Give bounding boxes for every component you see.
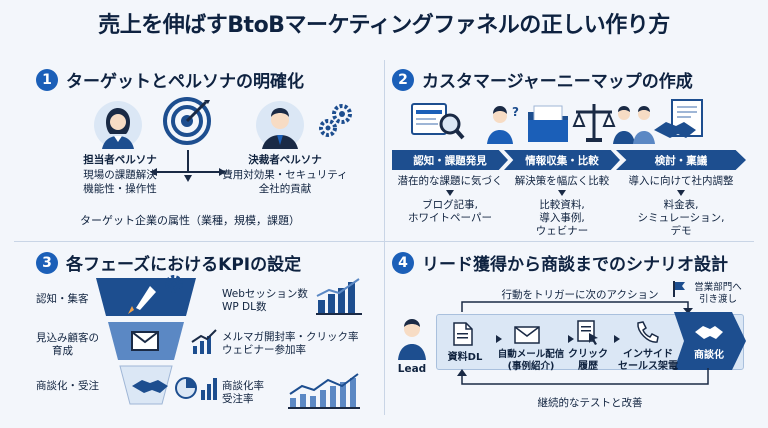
kpi-funnel (96, 278, 196, 405)
kpi-metric-3b: 受注率 (222, 393, 254, 405)
staff-persona-desc1: 現場の課題解決 (83, 169, 157, 181)
kpi-metric-3a: 商談化率 (222, 380, 264, 392)
gear-icon (165, 275, 183, 293)
document-handshake-icon (654, 99, 703, 138)
documents-scales-icon (528, 104, 616, 142)
down-arrow-icon (677, 190, 685, 196)
section-4-header: 4 リード獲得から商談までのシナリオ設計 (392, 250, 728, 275)
phase3-items2: シミュレーション, (637, 212, 725, 224)
step-inside-sales-a: インサイド (623, 349, 673, 360)
staff-persona-title: 担当者ペルソナ (83, 154, 157, 166)
vertical-divider (384, 60, 385, 415)
down-arrow-icon (446, 190, 454, 196)
phase1-items1: ブログ記事, (422, 199, 478, 211)
phase2-items2: 導入事例, (539, 212, 585, 224)
handoff-label-1: 営業部門へ (694, 282, 742, 293)
continuous-improvement-label: 継続的なテストと改善 (537, 397, 643, 409)
handoff-label-2: 引き渡し (698, 294, 737, 305)
step-click-history-a: クリック (568, 349, 608, 360)
phase1-items2: ホワイトペーパー (408, 212, 492, 224)
staff-persona-desc2: 機能性・操作性 (83, 183, 157, 195)
kpi-stage-deal: 商談化・受注 (36, 380, 99, 392)
decision-persona-desc1: 費用対効果・セキュリティ (222, 169, 348, 181)
section-2-title: カスタマージャーニーマップの作成 (422, 72, 693, 92)
journey-phase-3: 検討・稟議 (616, 150, 746, 170)
phase3-items3: デモ (670, 225, 692, 237)
step-auto-email-b: (事例紹介) (507, 361, 555, 372)
blog-search-icon (411, 103, 465, 140)
growth-chart-icon (191, 329, 217, 354)
trend-line-chart-icon (288, 373, 360, 409)
lead-person-icon (398, 319, 426, 360)
phase1-desc: 潜在的な課題に気づく (397, 175, 503, 187)
kpi-stage-awareness: 認知・集客 (36, 293, 89, 305)
deal-step-bg (674, 312, 746, 370)
section-3-number: 3 (36, 251, 58, 274)
document-download-icon (453, 322, 473, 346)
trigger-action-label: 行動をトリガーに次のアクション (501, 289, 659, 301)
step-click-history-b: 履歴 (578, 361, 598, 372)
section-1-title: ターゲットとペルソナの明確化 (66, 72, 304, 92)
page-title: 売上を伸ばすBtoBマーケティングファネルの正しい作り方 (98, 13, 670, 38)
decision-persona-avatar-icon (256, 101, 304, 149)
decision-persona-title: 決裁者ペルソナ (248, 154, 322, 166)
step-deal: 商談化 (694, 350, 724, 361)
meeting-people-icon (613, 106, 655, 144)
section-4-title: リード獲得から商談までのシナリオ設計 (422, 255, 728, 275)
chevron-right-icon (568, 335, 574, 343)
step-inside-sales-b: セールス架電 (618, 361, 678, 372)
target-company-attributes: ターゲット企業の属性（業種，規模，課題） (80, 214, 300, 227)
svg-text:?: ? (512, 105, 519, 119)
kpi-stage-nurturing-b: 育成 (52, 345, 73, 357)
decision-persona-desc2: 全社的貢献 (258, 183, 312, 195)
kpi-metric-2b: ウェビナー参加率 (222, 344, 306, 356)
bar-chart-icon (316, 278, 362, 315)
phase3-items1: 料金表, (663, 199, 699, 211)
kpi-metric-1a: Webセッション数 (222, 288, 308, 300)
section-3-header: 3 各フェーズにおけるKPIの設定 (36, 250, 301, 275)
phase3-desc: 導入に向けて社内調整 (628, 175, 734, 187)
handshake-icon (695, 326, 723, 339)
email-icon (514, 326, 540, 344)
chevron-right-icon (614, 335, 620, 343)
step-auto-email-a: 自動メール配信 (497, 349, 565, 360)
thinking-person-icon: ? (487, 105, 519, 144)
lead-label: Lead (397, 363, 427, 375)
gears-icon (319, 104, 352, 137)
target-arrows-icon (150, 150, 226, 182)
staff-persona-avatar-icon (94, 101, 142, 149)
journey-phase-2: 情報収集・比較 (504, 150, 620, 170)
target-icon (163, 97, 211, 145)
down-arrow-icon (558, 190, 566, 196)
kpi-stage-nurturing-a: 見込み顧客の (36, 332, 99, 344)
top-flow-arrow (461, 301, 693, 314)
phase2-desc: 解決策を幅広く比較 (514, 175, 610, 187)
section-4-number: 4 (392, 251, 414, 274)
phase2-items1: 比較資料, (539, 199, 585, 211)
improvement-loop-arrow (457, 368, 709, 385)
pie-chart-icon (175, 377, 217, 400)
flag-icon (673, 281, 685, 297)
kpi-metric-1b: WP DL数 (222, 301, 267, 313)
kpi-metric-2a: メルマガ開封率・クリック率 (222, 331, 359, 343)
section-3-title: 各フェーズにおけるKPIの設定 (66, 255, 302, 275)
section-1-number: 1 (36, 68, 58, 91)
section-1-header: 1 ターゲットとペルソナの明確化 (36, 67, 304, 92)
phone-call-icon (637, 321, 659, 343)
section-2-header: 2 カスタマージャーニーマップの作成 (392, 67, 693, 92)
section-2-number: 2 (392, 68, 414, 91)
click-history-icon (577, 320, 598, 345)
phase2-items3: ウェビナー (535, 225, 589, 237)
step-doc-download: 資料DL (447, 352, 483, 363)
journey-phase-1: 認知・課題発見 (392, 150, 508, 170)
chevron-right-icon (496, 335, 502, 343)
